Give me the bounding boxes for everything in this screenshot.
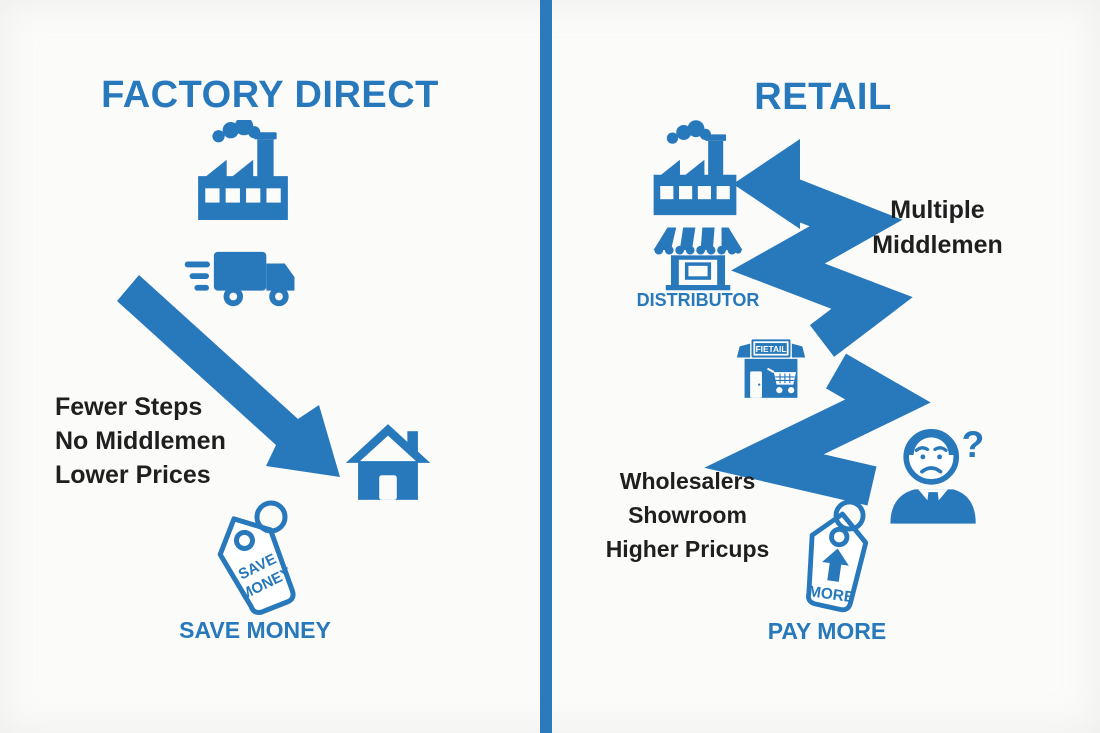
question-mark: ? [962, 423, 985, 465]
middlemen-line: Middlemen [872, 231, 1003, 259]
confused-customer-icon: ? [883, 412, 985, 524]
delivery-truck-icon [184, 246, 302, 314]
benefit-line: No Middlemen [55, 427, 226, 455]
multiple-middlemen-label: Multiple Middlemen [855, 193, 1020, 263]
direct-benefits: Fewer Steps No Middlemen Lower Prices [55, 390, 226, 492]
retail-costs: Wholesalers Showroom Higher Pricups [595, 464, 780, 566]
zigzag-arrowhead [733, 139, 800, 229]
cost-line: Higher Pricups [605, 536, 770, 562]
pay-more-tag-icon: MORE [778, 492, 894, 628]
right-panel-title: RETAIL [754, 76, 892, 118]
retail-store-icon: FIETAIL [728, 338, 814, 402]
benefit-line: Fewer Steps [55, 393, 203, 421]
middlemen-line: Multiple [890, 196, 985, 224]
house-icon [344, 420, 432, 504]
distributor-label: DISTRIBUTOR [636, 290, 760, 310]
cost-line: Wholesalers [619, 468, 756, 494]
benefit-line: Lower Prices [55, 461, 211, 489]
distributor-stall-icon [648, 224, 748, 292]
left-panel-title: FACTORY DIRECT [101, 74, 439, 116]
save-money-caption: SAVE MONEY [179, 617, 331, 643]
save-money-tag-icon: SAVE MONEY [195, 492, 315, 632]
tag-text-word: MORE [807, 583, 855, 606]
factory-icon [192, 120, 294, 224]
cost-line: Showroom [628, 502, 747, 528]
pay-more-caption: PAY MORE [767, 618, 887, 644]
factory-icon [648, 118, 742, 224]
store-sign-text: FIETAIL [756, 344, 787, 354]
panel-divider [540, 0, 552, 733]
